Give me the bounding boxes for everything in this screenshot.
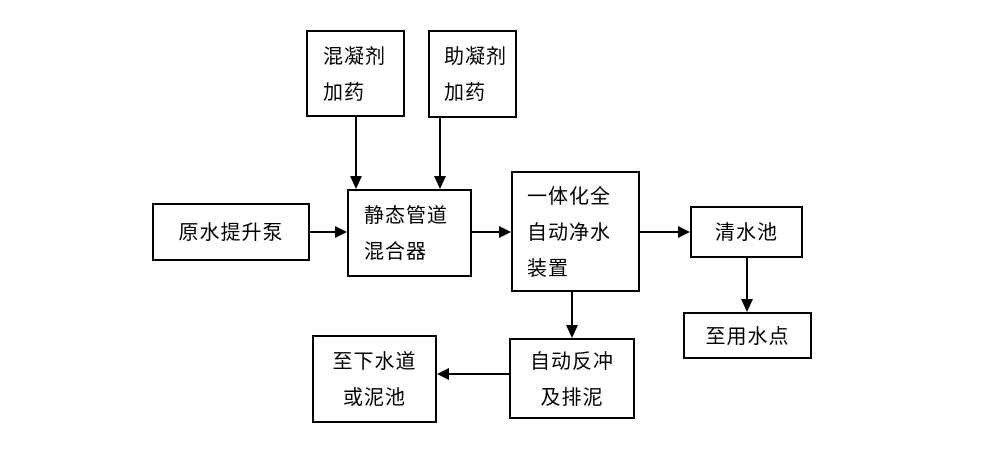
node-label-line: 助凝剂: [444, 44, 507, 68]
node-label-line: 混合器: [364, 239, 427, 263]
node-coagulant-dosing: 混凝剂 加药: [306, 30, 405, 117]
node-label-line: 清水池: [715, 220, 778, 244]
arrow-pump-to-mixer: [310, 226, 347, 238]
node-label-line: 及排泥: [540, 384, 604, 409]
arrow-backwash-to-sewer: [437, 368, 509, 380]
node-static-pipe-mixer: 静态管道 混合器: [347, 189, 472, 277]
node-auto-backwash-sludge: 自动反冲 及排泥: [509, 338, 635, 419]
node-label-line: 至下水道: [332, 349, 417, 373]
node-clear-water-tank: 清水池: [690, 206, 803, 258]
node-label-line: 自动净水: [527, 219, 611, 244]
node-raw-water-pump: 原水提升泵: [152, 203, 310, 261]
arrow-purifier-to-backwash: [566, 292, 578, 338]
node-label-line: 一体化全: [527, 183, 611, 208]
node-label-line: 装置: [527, 255, 569, 280]
node-label-line: 混凝剂: [323, 43, 386, 68]
node-label-line: 至用水点: [705, 323, 790, 348]
node-to-sewer-or-mud-pool: 至下水道 或泥池: [312, 335, 437, 423]
arrow-coagulant-aid-to-mixer: [434, 118, 446, 189]
node-label-line: 或泥池: [343, 385, 406, 409]
node-integrated-purifier: 一体化全 自动净水 装置: [511, 171, 640, 292]
arrow-clear-water-tank-to-use-point: [741, 258, 753, 312]
node-label-line: 自动反冲: [530, 348, 614, 373]
node-label-line: 静态管道: [364, 203, 448, 227]
node-to-water-use-point: 至用水点: [683, 312, 812, 359]
arrow-purifier-to-clear-water-tank: [640, 226, 690, 238]
node-label-line: 加药: [323, 79, 365, 104]
arrow-coagulant-dosing-to-mixer: [350, 117, 362, 189]
node-label-line: 原水提升泵: [178, 220, 284, 244]
arrow-mixer-to-purifier: [472, 226, 511, 238]
node-coagulant-aid-dosing: 助凝剂 加药: [428, 30, 517, 118]
node-label-line: 加药: [444, 80, 486, 104]
